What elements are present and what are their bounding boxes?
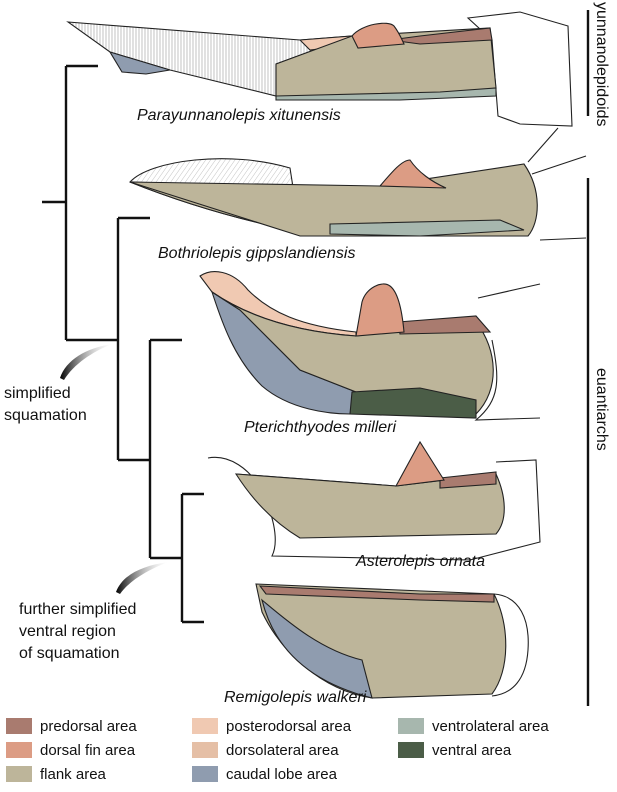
annotation-further-2: ventral region — [19, 623, 116, 640]
legend-item-predorsal: predorsal area — [6, 716, 137, 736]
legend-label: posterodorsal area — [226, 717, 352, 735]
legend-swatch — [398, 718, 424, 734]
legend-label: ventral area — [432, 741, 512, 759]
legend-swatch — [6, 742, 32, 758]
legend-label: flank area — [40, 765, 106, 783]
predorsal-area — [397, 315, 492, 335]
legend-swatch — [398, 742, 424, 758]
legend-swatch — [192, 766, 218, 782]
species-label-1: Parayunnanolepis xitunensis — [137, 107, 341, 124]
legend-label: caudal lobe area — [226, 765, 337, 783]
legend-label: ventrolateral area — [432, 717, 549, 735]
legend-item-posterodorsal: posterodorsal area — [192, 716, 351, 736]
legend-item-flank: flank area — [6, 764, 106, 784]
fish-bothriolepis — [129, 127, 587, 241]
legend-swatch — [192, 718, 218, 734]
clade-label-yunnanolepidoids: yunnanolepidoids — [593, 2, 610, 127]
flank-area — [234, 473, 505, 539]
caudal-lobe-area — [261, 598, 373, 699]
species-label-2: Bothriolepis gippslandiensis — [158, 245, 355, 262]
caudal-lobe-area — [108, 51, 171, 75]
dorsal-fin-area — [378, 159, 447, 189]
dorsal-fin-area — [355, 283, 405, 337]
annotation-simplified-2: squamation — [4, 407, 87, 424]
legend-swatch — [6, 718, 32, 734]
phylogenetic-tree — [42, 64, 204, 624]
legend: predorsal area dorsal fin area flank are… — [6, 716, 611, 788]
flank-area — [129, 163, 538, 237]
species-label-4: Asterolepis ornata — [355, 553, 485, 570]
fish-pterichthyodes — [199, 271, 541, 421]
ventrolateral-area — [275, 87, 497, 101]
further-simplified-marker — [116, 562, 168, 594]
predorsal-area — [439, 471, 497, 489]
legend-item-dorsal-fin: dorsal fin area — [6, 740, 135, 760]
legend-item-dorsolateral: dorsolateral area — [192, 740, 339, 760]
headshield-outline — [474, 283, 541, 421]
legend-label: dorsal fin area — [40, 741, 136, 759]
legend-swatch — [6, 766, 32, 782]
legend-swatch — [192, 742, 218, 758]
clade-label-euantiarchs: euantiarchs — [593, 368, 610, 451]
legend-item-ventrolateral: ventrolateral area — [398, 716, 549, 736]
legend-item-ventral: ventral area — [398, 740, 511, 760]
legend-label: predorsal area — [40, 717, 137, 735]
dorsal-fin-area — [351, 22, 405, 49]
annotation-further-3: of squamation — [19, 645, 120, 662]
annotation-simplified-1: simplified — [4, 385, 71, 402]
species-label-3: Pterichthyodes milleri — [244, 419, 397, 436]
fish-asterolepis — [207, 440, 541, 561]
fish-remigolepis — [255, 583, 529, 699]
legend-label: dorsolateral area — [226, 741, 339, 759]
ventrolateral-area — [329, 219, 525, 237]
headshield-outline — [527, 127, 587, 241]
predorsal-area — [389, 27, 493, 45]
fish-parayunnanolepis — [66, 11, 573, 127]
annotation-further-1: further simplified — [19, 601, 136, 618]
dorsal-fin-area — [395, 440, 445, 487]
species-label-5: Remigolepis walkeri — [224, 689, 367, 706]
predorsal-area — [258, 585, 495, 603]
ventral-area — [349, 387, 477, 419]
legend-item-caudal-lobe: caudal lobe area — [192, 764, 337, 784]
simplified-marker — [60, 344, 112, 380]
